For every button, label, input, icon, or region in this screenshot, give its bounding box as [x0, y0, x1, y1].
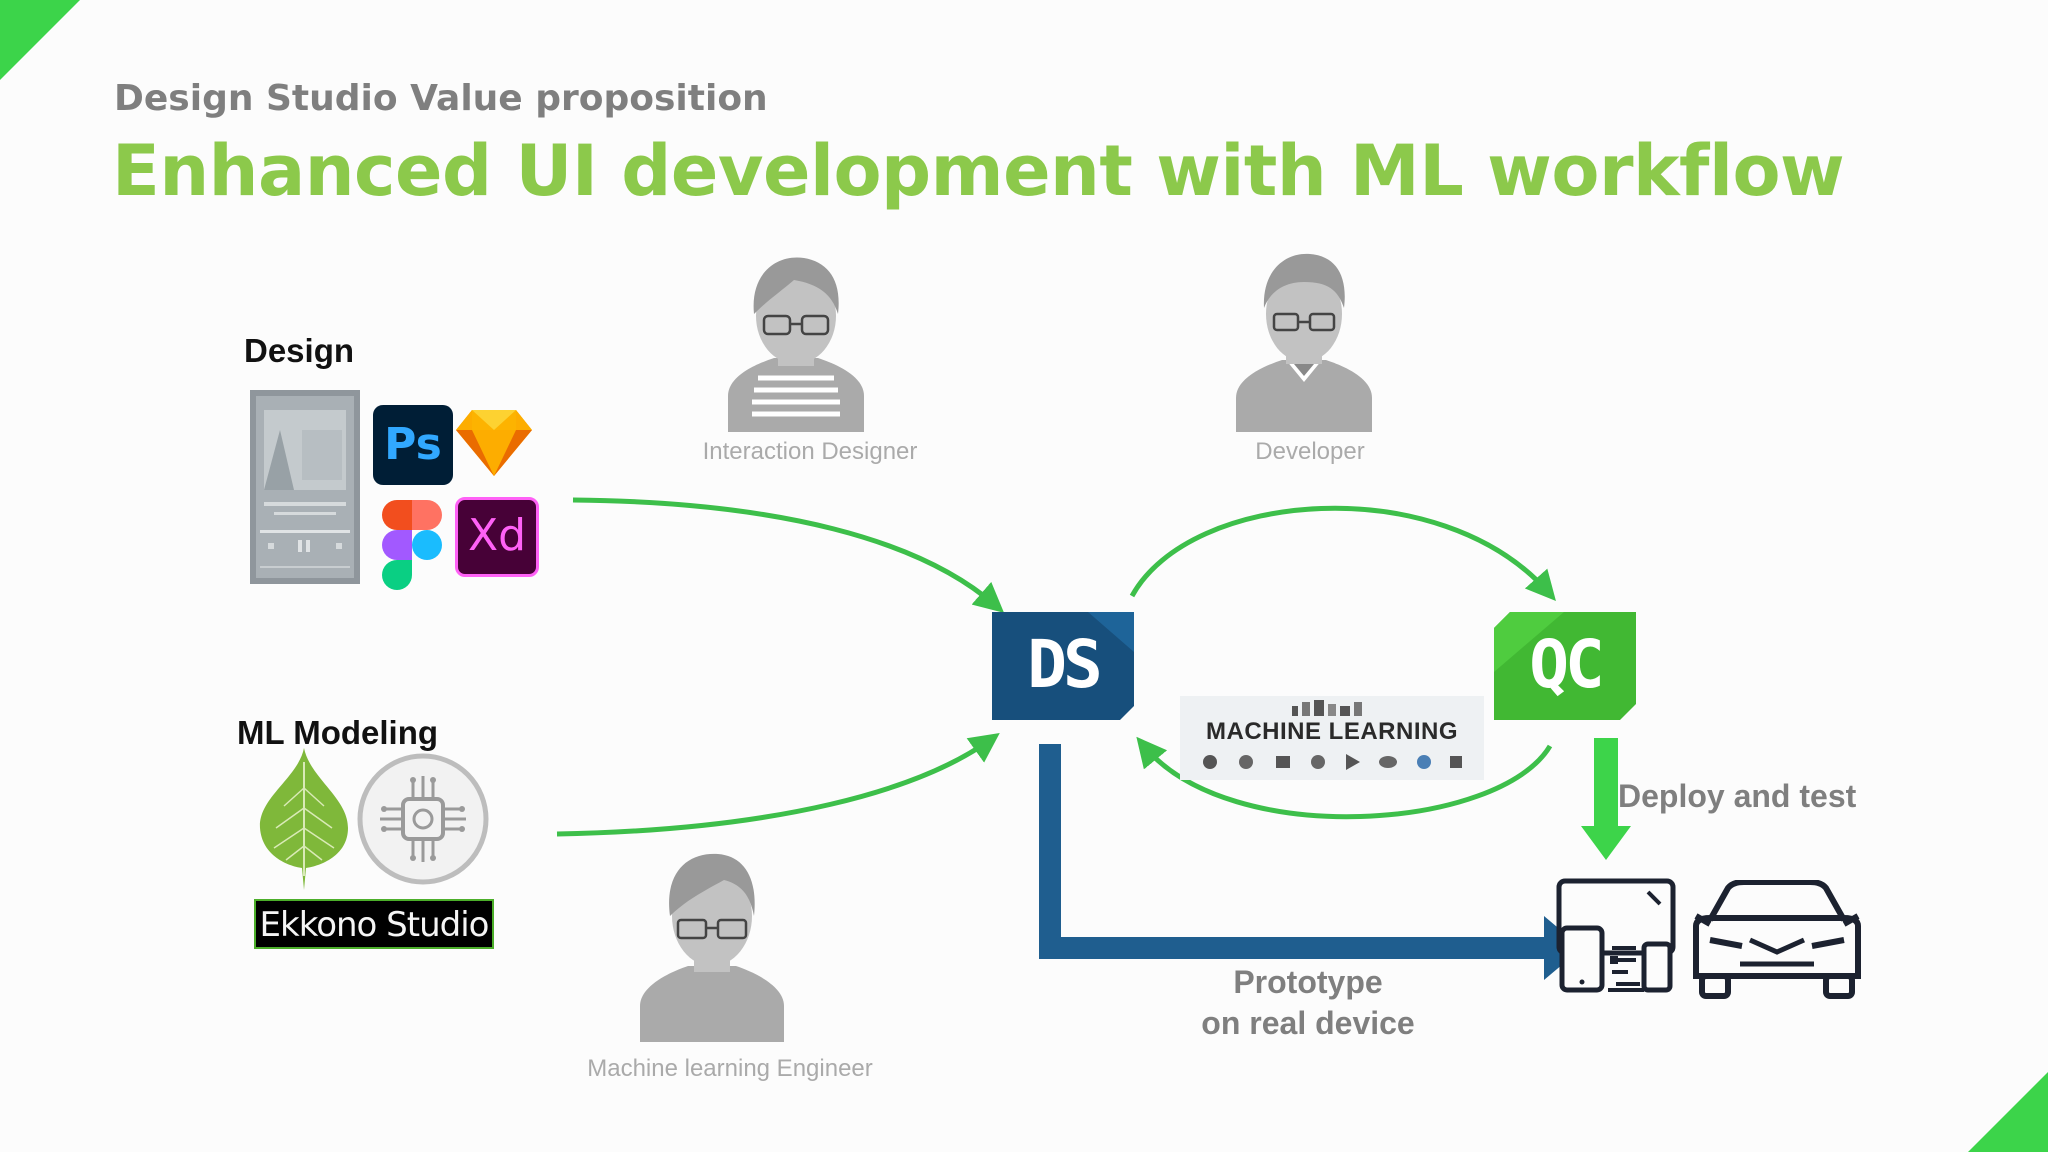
machine-learning-banner: MACHINE LEARNING	[1180, 696, 1484, 780]
leaf-icon	[259, 748, 348, 890]
design-studio-logo	[992, 612, 1134, 720]
devices-icon	[1556, 878, 1676, 993]
ml-city-icon	[1292, 700, 1362, 716]
deploy-arrow-head	[1581, 826, 1631, 860]
sketch-icon	[456, 410, 532, 476]
figma-icon	[382, 500, 442, 590]
machine-learning-banner-text: MACHINE LEARNING	[1206, 718, 1458, 745]
deploy-and-test-label: Deploy and test	[1618, 778, 1857, 814]
ml-to-ds-arrow	[556, 733, 1000, 837]
xd-label: Xd	[467, 510, 527, 561]
developer-caption: Developer	[1255, 438, 1365, 465]
qc-to-ds-arrow	[1136, 736, 1553, 820]
prototype-label-line1: Prototype	[1233, 964, 1383, 1000]
design-label: Design	[244, 332, 355, 369]
design-to-ds-arrow	[572, 497, 1005, 613]
xd-icon: Xd	[455, 497, 539, 577]
ml-engineer-person-icon	[640, 853, 784, 1042]
car-icon	[1693, 880, 1861, 999]
interaction-designer-caption: Interaction Designer	[702, 438, 918, 465]
ekkono-studio-logo: Ekkono Studio	[254, 899, 494, 949]
design-studio-label: DS	[1027, 626, 1102, 703]
interaction-designer-person-icon	[728, 257, 864, 432]
ds-to-qc-arrow	[1129, 505, 1556, 601]
qt-creator-label: QC	[1529, 626, 1604, 703]
deploy-arrow-shaft	[1594, 738, 1618, 828]
ml-engineer-caption: Machine learning Engineer	[587, 1055, 873, 1082]
chip-icon	[357, 753, 489, 885]
qt-creator-logo	[1494, 612, 1636, 720]
developer-person-icon	[1236, 253, 1372, 432]
app-screenshot-thumbnail	[250, 390, 360, 584]
prototype-label: Prototype on real device	[1158, 962, 1458, 1044]
ml-workflow-icons	[1203, 754, 1462, 770]
prototype-arrow-shaft	[1039, 744, 1546, 959]
ml-modeling-label: ML Modeling	[237, 714, 439, 751]
prototype-label-line2: on real device	[1201, 1005, 1415, 1041]
corner-triangle-bottom-right	[1968, 1072, 2048, 1152]
photoshop-label: Ps	[384, 419, 442, 470]
photoshop-icon: Ps	[373, 405, 453, 485]
slide-title: Enhanced UI development with ML workflow	[112, 130, 1845, 212]
slide-subtitle: Design Studio Value proposition	[114, 78, 768, 119]
ekkono-studio-label: Ekkono Studio	[259, 905, 490, 945]
corner-triangle-top-left	[0, 0, 80, 80]
